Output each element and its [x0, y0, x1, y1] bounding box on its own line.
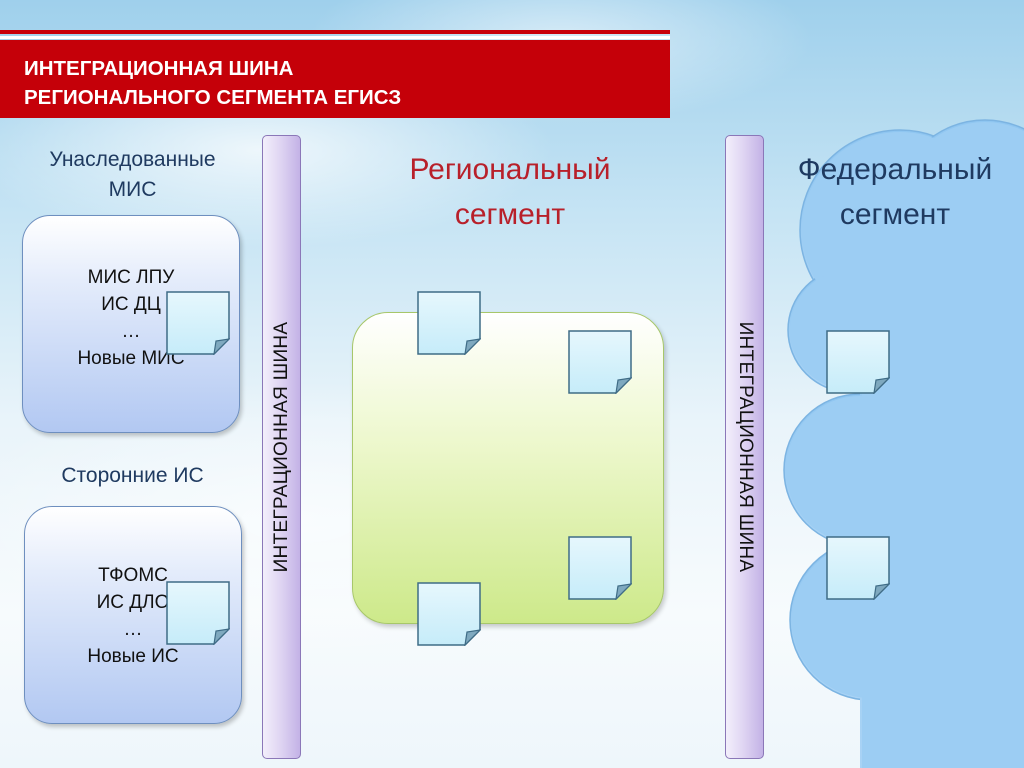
note-icon	[417, 291, 481, 355]
title-line-1: ИНТЕГРАЦИОННАЯ ШИНА	[24, 57, 294, 80]
note-icon	[826, 330, 890, 394]
legacy-item: Новые МИС	[77, 348, 185, 369]
note-icon	[826, 536, 890, 600]
legacy-item: МИС ЛПУ	[87, 267, 175, 288]
bus-label: ИНТЕГРАЦИОННАЯ ШИНА	[734, 321, 756, 573]
legacy-mis-label: Унаследованные МИС	[49, 148, 216, 201]
integration-bus-federal: ИНТЕГРАЦИОННАЯ ШИНА	[725, 135, 764, 759]
note-icon	[166, 291, 230, 355]
third-party-item: Новые ИС	[87, 646, 179, 667]
legacy-item: ИС ДЦ	[101, 294, 161, 315]
title-line-2: РЕГИОНАЛЬНОГО СЕГМЕНТА ЕГИСЗ	[24, 86, 402, 109]
integration-bus-regional: ИНТЕГРАЦИОННАЯ ШИНА	[262, 135, 301, 759]
third-party-item: ТФОМС	[98, 565, 168, 586]
legacy-item: …	[121, 321, 141, 342]
third-party-item: …	[123, 619, 143, 640]
regional-segment-label: Региональный сегмент	[409, 153, 611, 231]
note-icon	[568, 536, 632, 600]
note-icon	[166, 581, 230, 645]
title-bar	[0, 40, 670, 118]
note-icon	[568, 330, 632, 394]
note-icon	[417, 582, 481, 646]
third-party-is-label: Сторонние ИС	[61, 464, 204, 487]
title-accent-lines	[0, 30, 670, 40]
third-party-item: ИС ДЛО	[96, 592, 170, 613]
bus-label: ИНТЕГРАЦИОННАЯ ШИНА	[270, 321, 292, 573]
slide-title: ИНТЕГРАЦИОННАЯ ШИНА РЕГИОНАЛЬНОГО СЕГМЕН…	[24, 54, 624, 112]
federal-segment-label: Федеральный сегмент	[797, 153, 993, 231]
